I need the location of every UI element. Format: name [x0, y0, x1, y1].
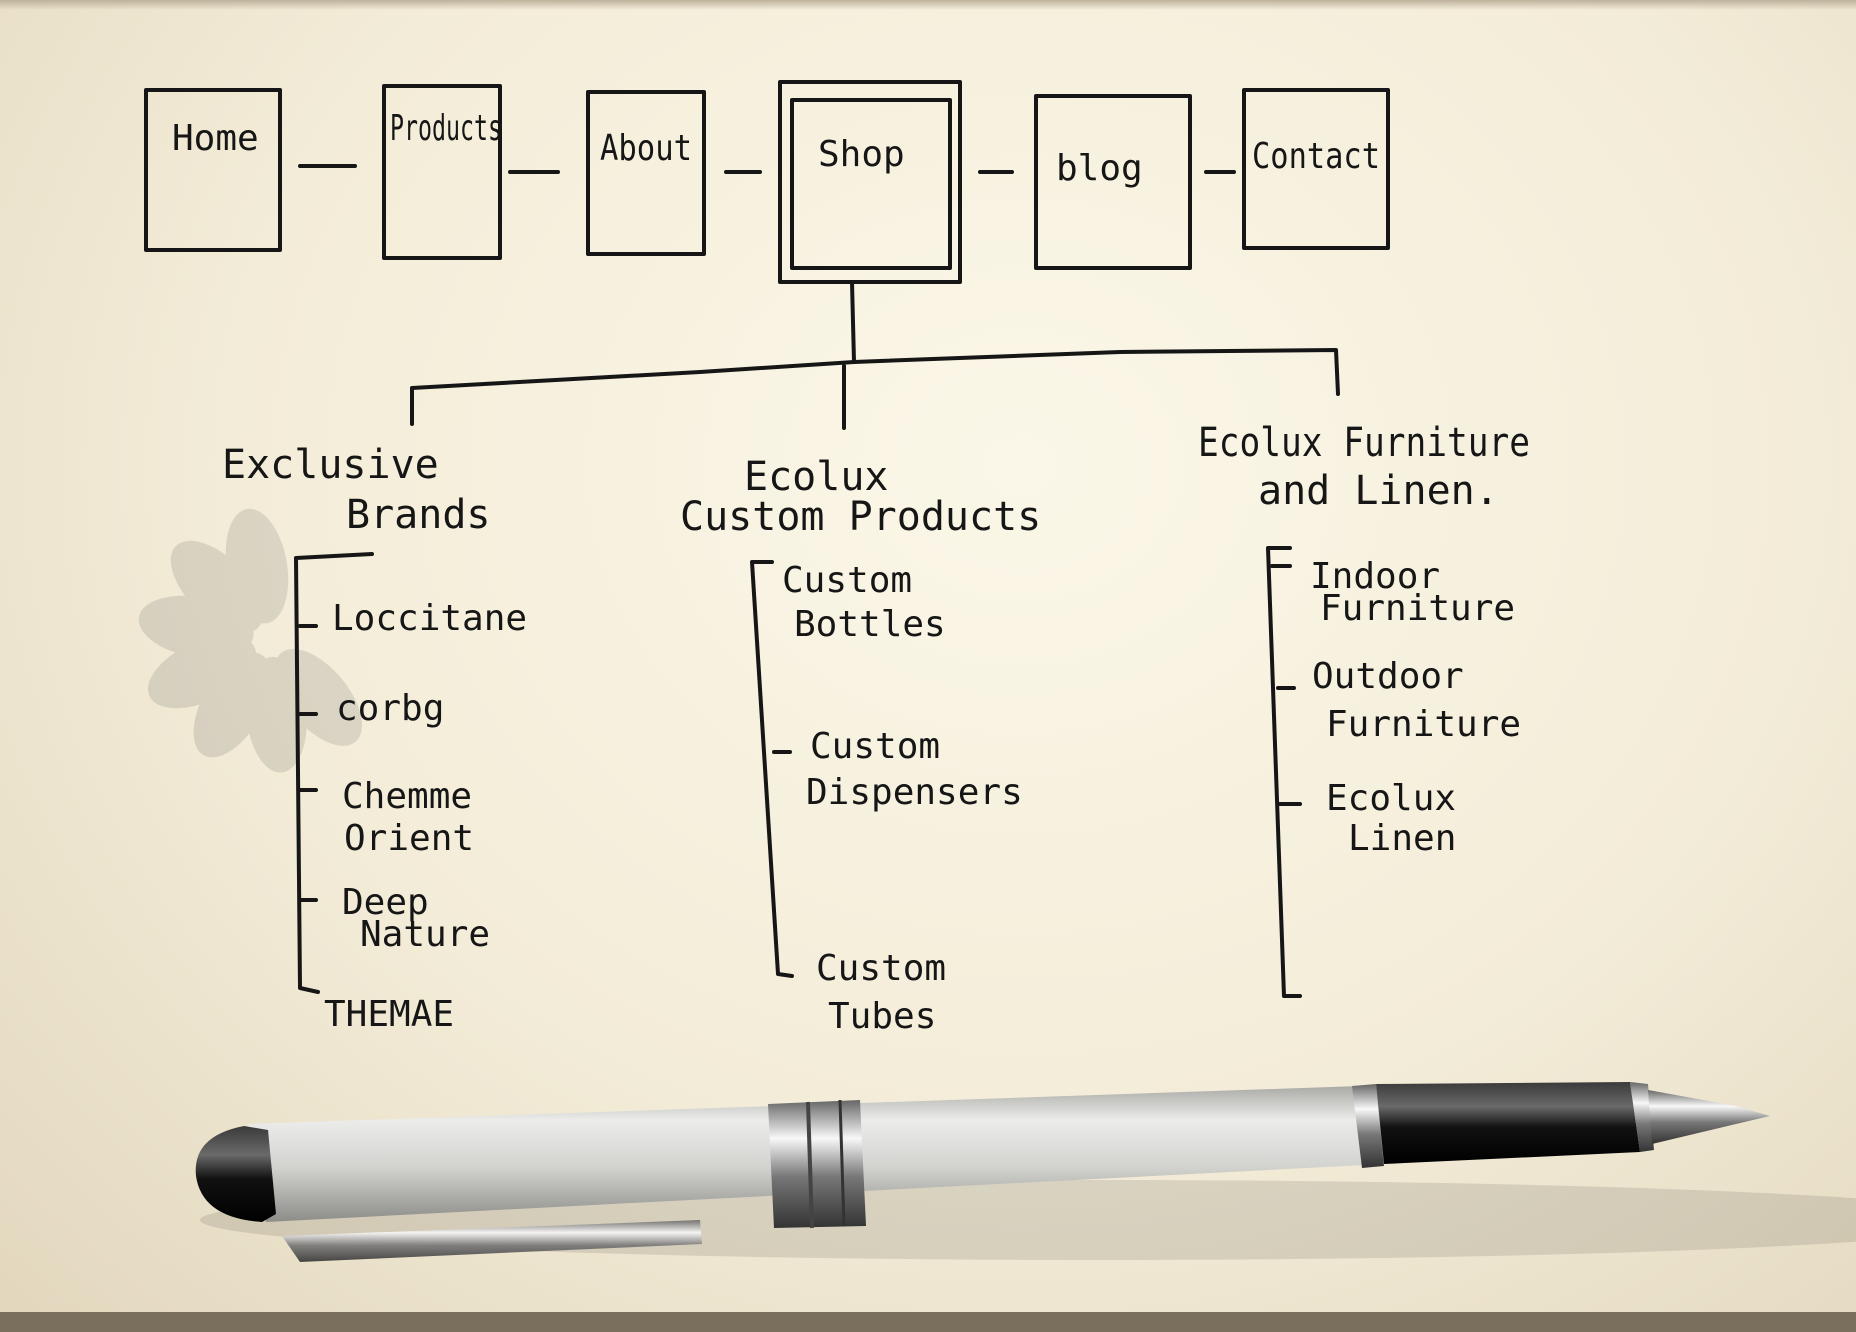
pen-icon [195, 1082, 1856, 1262]
branch-item[interactable]: Loccitane [332, 598, 527, 639]
branch-title-line: Ecolux [744, 454, 889, 500]
branch-item[interactable]: Outdoor [1312, 656, 1464, 697]
nav-label-shop: Shop [818, 134, 905, 175]
flower-logo-icon [138, 508, 363, 773]
branch-item-line2: Linen [1348, 818, 1456, 859]
branch-item-line2: Nature [360, 914, 490, 955]
branch-item-line2: Dispensers [806, 772, 1023, 813]
branch-item-line2: Orient [344, 818, 474, 859]
paper-top-edge [0, 0, 1856, 10]
nav-label-contact: Contact [1252, 136, 1380, 177]
nav-box-shop[interactable]: Shop [778, 80, 962, 284]
branch-ecolux-furniture-linen: Ecolux Furniture and Linen. Indoor Furni… [1198, 420, 1530, 998]
branch-item[interactable]: Custom [810, 726, 940, 767]
nav-box-contact[interactable]: Contact [1242, 88, 1390, 250]
branch-item[interactable]: Custom [782, 560, 912, 601]
branch-title-line: and Linen. [1258, 468, 1499, 514]
nav-box-products[interactable]: Products [382, 84, 502, 260]
branch-item-line2: Bottles [794, 604, 946, 645]
branch-title-line: Custom Products [680, 494, 1041, 540]
branch-ecolux-custom-products: Ecolux Custom Products Custom Bottles Cu… [680, 454, 1041, 1037]
branch-exclusive-brands: Exclusive Brands Loccitane corbg Chemme … [222, 442, 527, 1035]
nav-label-about: About [600, 128, 692, 169]
nav-label-products: Products [390, 108, 502, 149]
branch-item[interactable]: THEMAE [324, 994, 454, 1035]
nav-box-home[interactable]: Home [144, 88, 282, 252]
branch-item[interactable]: Chemme [342, 776, 472, 817]
branch-item-line2: Furniture [1320, 588, 1515, 629]
branch-item-line2: Furniture [1326, 704, 1521, 745]
nav-label-blog: blog [1056, 148, 1143, 189]
tree-connectors [410, 280, 1340, 430]
branch-title-line: Brands [346, 492, 491, 538]
branch-item-line2: Tubes [828, 996, 936, 1037]
branch-title-line: Exclusive [222, 442, 439, 488]
branch-item[interactable]: Deep [342, 882, 429, 923]
branch-item[interactable]: Indoor [1310, 556, 1440, 597]
table-surface-edge [0, 1312, 1856, 1332]
nav-box-about[interactable]: About [586, 90, 706, 256]
nav-box-blog[interactable]: blog [1034, 94, 1192, 270]
nav-label-home: Home [172, 118, 259, 159]
nav-bar: Home Products About Shop blog Contact [144, 80, 1390, 284]
branch-item[interactable]: corbg [336, 688, 444, 729]
branch-item[interactable]: Ecolux [1326, 778, 1456, 819]
branch-item[interactable]: Custom [816, 948, 946, 989]
branch-title-line: Ecolux Furniture [1198, 420, 1530, 466]
